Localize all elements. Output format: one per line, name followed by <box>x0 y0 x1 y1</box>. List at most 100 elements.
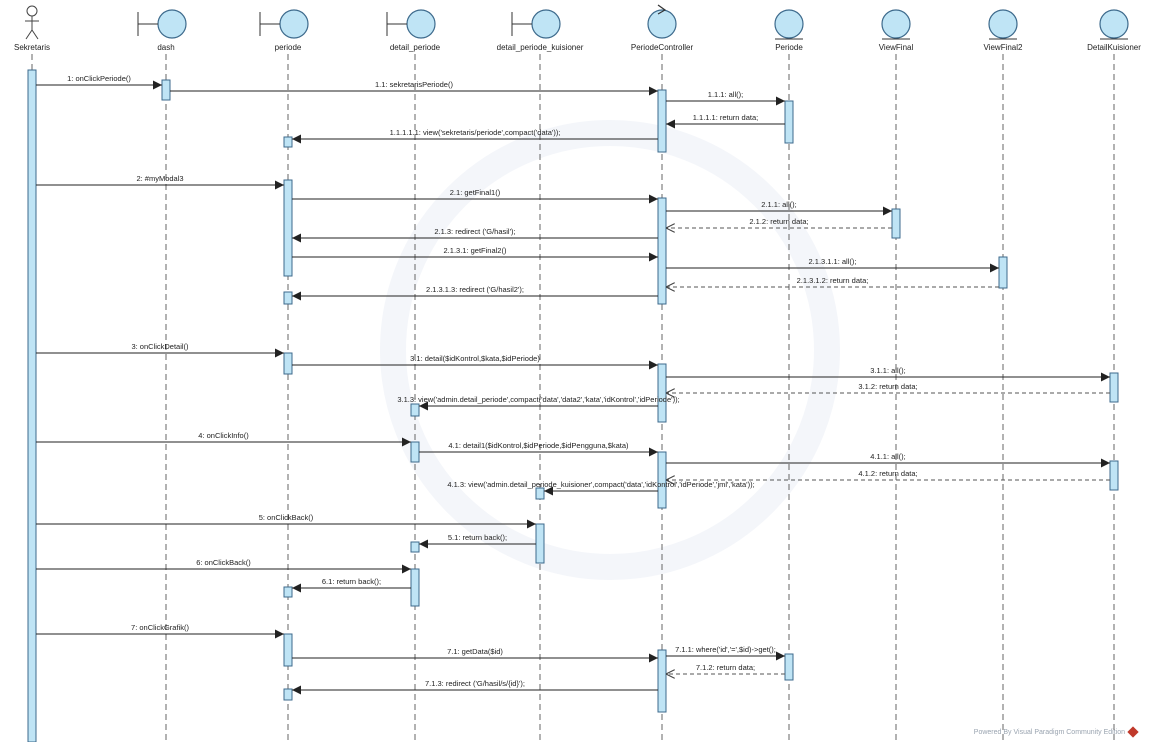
message-label: 2.1.3.1: getFinal2() <box>444 246 507 255</box>
participant-label: dash <box>157 43 174 52</box>
detail-periode-kuisioner-activation <box>535 487 545 500</box>
message-11: 2.1.3.1: getFinal2() <box>292 246 658 262</box>
message-label: 4.1.3: view('admin.detail_periode_kuisio… <box>447 480 754 489</box>
message-18: 3.1.2: return data; <box>666 382 1110 393</box>
participant-dash: dash <box>137 9 187 52</box>
message-label: 2.1: getFinal1() <box>450 188 501 197</box>
control-icon <box>647 9 677 39</box>
message-24: 4.1.3: view('admin.detail_periode_kuisio… <box>447 480 755 496</box>
message-label: 7.1.3: redirect ('G/hasil/s/{id}'); <box>425 679 525 688</box>
controller-activation <box>657 363 667 423</box>
message-8: 2.1.1: all(); <box>666 200 892 216</box>
entity-icon <box>1099 9 1129 39</box>
periode-activation <box>283 352 293 375</box>
message-10: 2.1.3: redirect ('G/hasil'); <box>292 227 658 243</box>
boundary-icon <box>279 9 309 39</box>
entity-icon <box>881 9 911 39</box>
message-label: 3.1.3: view('admin.detail_periode',compa… <box>397 395 679 404</box>
message-label: 2.1.3: redirect ('G/hasil'); <box>434 227 515 236</box>
viewfinal2-activation <box>998 256 1008 289</box>
message-12: 2.1.3.1.1: all(); <box>666 257 999 273</box>
message-26: 5.1: return back(); <box>419 533 536 549</box>
dash-activation <box>161 79 171 101</box>
participant-periode: periode <box>259 9 309 52</box>
entity-icon <box>774 9 804 39</box>
message-15: 3: onClickDetail() <box>36 342 284 358</box>
periode-activation <box>784 100 794 144</box>
message-9: 2.1.2: return data; <box>666 217 892 228</box>
participant-view_final2: ViewFinal2 <box>984 9 1024 52</box>
message-label: 1: onClickPeriode() <box>67 74 131 83</box>
actor-icon <box>26 5 38 17</box>
message-label: 2.1.3.1.1: all(); <box>809 257 857 266</box>
message-label: 5.1: return back(); <box>448 533 507 542</box>
message-4: 1.1.1.1: return data; <box>666 113 785 129</box>
message-13: 2.1.3.1.2: return data; <box>666 276 999 287</box>
message-21: 4.1: detail1($idKontrol,$idPeriode,$idPe… <box>419 441 658 457</box>
message-label: 2.1.2: return data; <box>749 217 808 226</box>
controller-activation <box>657 89 667 153</box>
entity-icon <box>988 9 1018 39</box>
message-32: 7.1.2: return data; <box>666 663 785 674</box>
detailkuisioner-activation <box>1109 372 1119 403</box>
message-label: 5: onClickBack() <box>259 513 314 522</box>
message-label: 7.1.1: where('id','=',$id)->get(); <box>675 645 776 654</box>
participant-label: detail_periode <box>390 43 441 52</box>
participant-label: DetailKuisioner <box>1087 43 1141 52</box>
periode-activation <box>784 653 794 681</box>
message-label: 6.1: return back(); <box>322 577 381 586</box>
message-16: 3.1: detail($idKontrol,$kata,$idPeriode) <box>292 354 658 370</box>
message-label: 2: #myModal3 <box>136 174 183 183</box>
detail-periode-activation <box>410 568 420 607</box>
message-33: 7.1.3: redirect ('G/hasil/s/{id}'); <box>292 679 658 695</box>
participant-label: Periode <box>775 43 803 52</box>
message-label: 7: onClickGrafik() <box>131 623 189 632</box>
message-label: 3.1.1: all(); <box>870 366 905 375</box>
participant-label: periode <box>275 43 302 52</box>
message-label: 4.1.2: return data; <box>858 469 917 478</box>
message-30: 7.1: getData($id) <box>292 647 658 663</box>
participant-label: PeriodeController <box>631 43 694 52</box>
message-2: 1.1: sekretarisPeriode() <box>170 80 658 96</box>
participant-detail_periode: detail_periode <box>386 9 441 52</box>
participant-detail_periode_kuisioner: detail_periode_kuisioner <box>497 9 584 52</box>
participant-view_final: ViewFinal <box>879 9 914 52</box>
message-7: 2.1: getFinal1() <box>292 188 658 204</box>
periode-activation <box>283 586 293 598</box>
boundary-icon <box>406 9 436 39</box>
viewfinal-activation <box>891 208 901 239</box>
message-23: 4.1.2: return data; <box>666 469 1110 480</box>
message-6: 2: #myModal3 <box>36 174 284 190</box>
message-29: 7: onClickGrafik() <box>36 623 284 639</box>
participant-label: Sekretaris <box>14 43 50 52</box>
detail-periode-activation <box>410 441 420 463</box>
message-3: 1.1.1: all(); <box>666 90 785 106</box>
periode-activation <box>283 688 293 701</box>
controller-activation <box>657 649 667 713</box>
message-28: 6.1: return back(); <box>292 577 411 593</box>
participant-periode_controller: PeriodeController <box>631 4 694 52</box>
message-label: 2.1.3.1.3: redirect ('G/hasil2'); <box>426 285 524 294</box>
periode-activation <box>283 291 293 305</box>
message-22: 4.1.1: all(); <box>666 452 1110 468</box>
participant-label: ViewFinal2 <box>984 43 1024 52</box>
message-label: 7.1: getData($id) <box>447 647 503 656</box>
message-19: 3.1.3: view('admin.detail_periode',compa… <box>397 395 680 411</box>
footer-text: Powered By Visual Paradigm Community Edi… <box>973 728 1125 736</box>
message-label: 2.1.1: all(); <box>761 200 796 209</box>
message-label: 6: onClickBack() <box>196 558 251 567</box>
message-label: 1.1: sekretarisPeriode() <box>375 80 453 89</box>
message-20: 4: onClickInfo() <box>36 431 411 447</box>
boundary-icon <box>157 9 187 39</box>
message-label: 3.1: detail($idKontrol,$kata,$idPeriode) <box>410 354 540 363</box>
message-17: 3.1.1: all(); <box>666 366 1110 382</box>
vp-logo-icon <box>1127 726 1139 738</box>
message-5: 1.1.1.1.1: view('sekretaris/periode',com… <box>292 128 658 144</box>
message-label: 4: onClickInfo() <box>198 431 249 440</box>
participant-sekretaris: Sekretaris <box>14 5 50 52</box>
message-27: 6: onClickBack() <box>36 558 411 574</box>
participant-label: ViewFinal <box>879 43 914 52</box>
message-31: 7.1.1: where('id','=',$id)->get(); <box>666 645 785 661</box>
message-label: 1.1.1.1: return data; <box>693 113 758 122</box>
